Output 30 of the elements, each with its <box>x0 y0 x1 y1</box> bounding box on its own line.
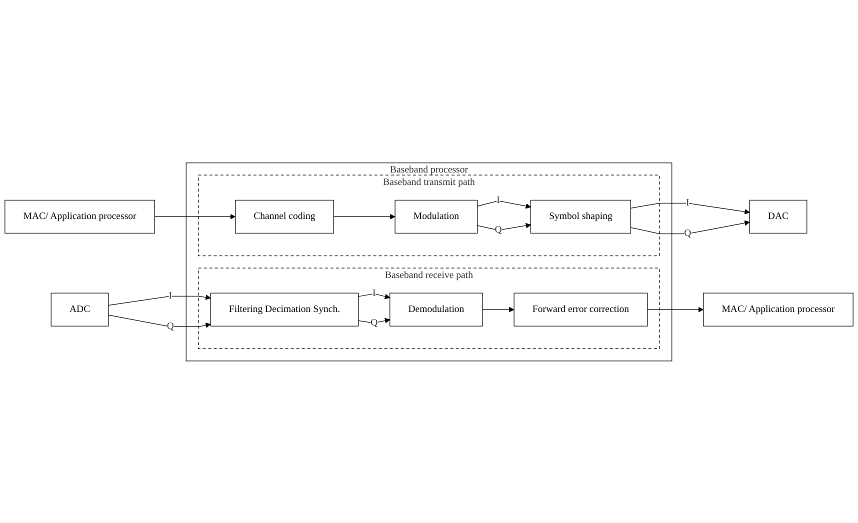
edge-label: Q <box>370 317 378 328</box>
arrow <box>630 220 750 234</box>
arrow <box>647 306 704 312</box>
arrow <box>477 200 531 208</box>
node-box: Symbol shaping <box>530 199 632 234</box>
edge-label: Q <box>494 224 502 235</box>
edge-label: I <box>686 197 690 208</box>
arrow <box>630 202 750 214</box>
arrow <box>154 214 236 219</box>
arrow <box>108 294 211 306</box>
arrow <box>477 222 531 230</box>
edge-label: Q <box>166 320 174 332</box>
node-box: ADC <box>50 292 109 326</box>
node-box: Modulation <box>394 199 478 234</box>
node-box: Filtering Decimation Synch. <box>210 292 359 326</box>
node-box: MAC/ Application processor <box>703 292 854 326</box>
arrow <box>333 214 396 219</box>
arrow <box>358 292 390 299</box>
node-box: Forward error correction <box>514 292 648 326</box>
edge-label: I <box>372 288 376 298</box>
arrow <box>358 318 390 323</box>
node-box: DAC <box>749 199 808 234</box>
arrow <box>108 314 211 328</box>
edge-label: I <box>168 290 172 301</box>
edge-label: I <box>496 194 500 206</box>
node-box: Channel coding <box>235 199 334 234</box>
arrow <box>482 306 514 312</box>
node-box: Demodulation <box>390 292 483 326</box>
node-box: MAC/ Application processor <box>4 199 155 234</box>
edge-label: Q <box>684 228 692 238</box>
